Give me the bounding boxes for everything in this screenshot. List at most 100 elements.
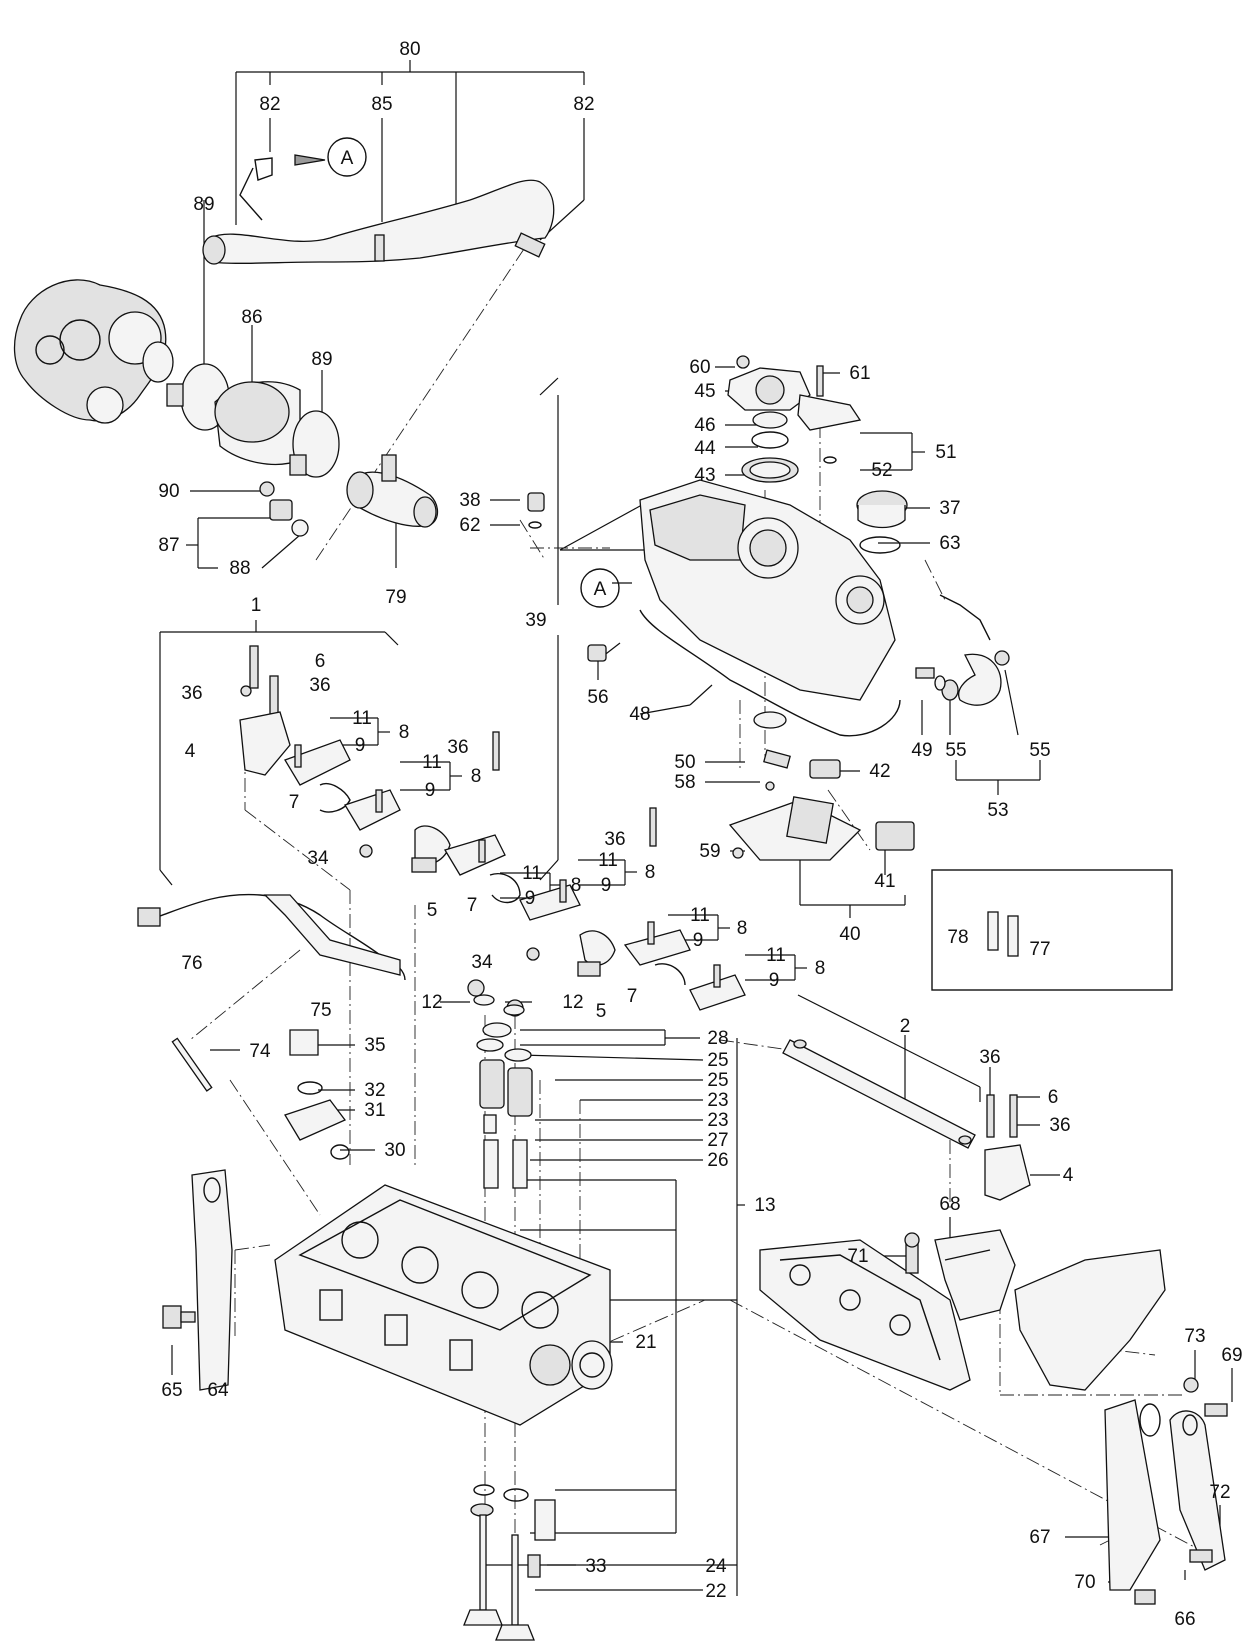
callout-60: 60 bbox=[689, 357, 710, 378]
callout-40: 40 bbox=[839, 924, 860, 945]
callout-67: 67 bbox=[1029, 1527, 1050, 1548]
callout-53: 53 bbox=[987, 800, 1008, 821]
callout-51: 51 bbox=[935, 442, 956, 463]
right-manifold-assembly bbox=[759, 1229, 1228, 1605]
callout-a: A bbox=[594, 579, 607, 600]
callout-9: 9 bbox=[769, 970, 780, 991]
air-duct-parts bbox=[166, 363, 439, 537]
callout-72: 72 bbox=[1209, 1482, 1230, 1503]
callout-12: 12 bbox=[421, 992, 442, 1013]
callout-89: 89 bbox=[193, 194, 214, 215]
callout-89: 89 bbox=[311, 349, 332, 370]
callout-34: 34 bbox=[307, 848, 329, 869]
callout-74: 74 bbox=[249, 1041, 271, 1062]
breather-hose bbox=[915, 594, 1010, 706]
callout-61: 61 bbox=[849, 363, 870, 384]
callout-45: 45 bbox=[694, 381, 715, 402]
callout-39: 39 bbox=[525, 610, 546, 631]
callout-31: 31 bbox=[364, 1100, 385, 1121]
callout-87: 87 bbox=[158, 535, 179, 556]
callout-a: A bbox=[341, 148, 354, 169]
callout-8: 8 bbox=[571, 875, 582, 896]
callout-11: 11 bbox=[690, 905, 710, 926]
callout-78: 78 bbox=[947, 927, 968, 948]
callout-8: 8 bbox=[471, 766, 482, 787]
callout-6: 6 bbox=[315, 651, 326, 672]
reference-circle-a bbox=[327, 137, 367, 177]
callout-9: 9 bbox=[693, 930, 704, 951]
callout-86: 86 bbox=[241, 307, 262, 328]
callout-25: 25 bbox=[707, 1070, 728, 1091]
callout-36: 36 bbox=[309, 675, 330, 696]
callout-56: 56 bbox=[587, 687, 608, 708]
callout-5: 5 bbox=[427, 900, 438, 921]
callout-4: 4 bbox=[185, 741, 196, 762]
callout-36: 36 bbox=[181, 683, 202, 704]
callout-85: 85 bbox=[371, 94, 392, 115]
glow-plug-parts bbox=[137, 893, 406, 1160]
callout-9: 9 bbox=[425, 780, 436, 801]
callout-82: 82 bbox=[573, 94, 594, 115]
callout-5: 5 bbox=[596, 1001, 607, 1022]
callout-23: 23 bbox=[707, 1110, 728, 1131]
callout-68: 68 bbox=[939, 1194, 960, 1215]
callout-11: 11 bbox=[352, 708, 372, 729]
callout-70: 70 bbox=[1074, 1572, 1095, 1593]
callout-9: 9 bbox=[525, 888, 536, 909]
callout-58: 58 bbox=[674, 772, 695, 793]
callout-63: 63 bbox=[939, 533, 960, 554]
callout-labels: 80 82 85 82 A 89 86 89 90 87 88 79 60 45… bbox=[158, 39, 1242, 1630]
callout-44: 44 bbox=[694, 438, 716, 459]
callout-24: 24 bbox=[705, 1556, 727, 1577]
callout-11: 11 bbox=[522, 863, 542, 884]
bracket-left bbox=[162, 1169, 233, 1391]
callout-64: 64 bbox=[207, 1380, 229, 1401]
callout-62: 62 bbox=[459, 515, 480, 536]
callout-76: 76 bbox=[181, 953, 202, 974]
callout-79: 79 bbox=[385, 587, 406, 608]
callout-66: 66 bbox=[1174, 1609, 1195, 1630]
callout-9: 9 bbox=[601, 875, 612, 896]
callout-8: 8 bbox=[645, 862, 656, 883]
callout-25: 25 bbox=[707, 1050, 728, 1071]
cylinder-head bbox=[274, 1184, 613, 1426]
callout-35: 35 bbox=[364, 1035, 385, 1056]
breather-assembly bbox=[728, 749, 915, 861]
callout-69: 69 bbox=[1221, 1345, 1242, 1366]
callout-37: 37 bbox=[939, 498, 960, 519]
callout-41: 41 bbox=[874, 871, 895, 892]
callout-36: 36 bbox=[1049, 1115, 1070, 1136]
callout-88: 88 bbox=[229, 558, 250, 579]
valve-spring-stack bbox=[473, 994, 533, 1189]
callout-82: 82 bbox=[259, 94, 280, 115]
callout-1: 1 bbox=[251, 595, 262, 616]
callout-38: 38 bbox=[459, 490, 480, 511]
callout-36: 36 bbox=[447, 737, 468, 758]
callout-23: 23 bbox=[707, 1090, 728, 1111]
callout-27: 27 bbox=[707, 1130, 728, 1151]
callout-65: 65 bbox=[161, 1380, 182, 1401]
callout-22: 22 bbox=[705, 1581, 726, 1602]
callout-9: 9 bbox=[355, 735, 366, 756]
callout-7: 7 bbox=[289, 792, 300, 813]
callout-11: 11 bbox=[598, 850, 618, 871]
callout-50: 50 bbox=[674, 752, 695, 773]
callout-34: 34 bbox=[471, 952, 493, 973]
callout-8: 8 bbox=[815, 958, 826, 979]
callout-7: 7 bbox=[627, 986, 638, 1007]
rocker-assembly bbox=[239, 645, 746, 1017]
rocker-shaft bbox=[782, 1039, 1031, 1201]
turbocharger bbox=[13, 279, 174, 424]
callout-30: 30 bbox=[384, 1140, 405, 1161]
dowel-box bbox=[931, 869, 1173, 991]
callout-52: 52 bbox=[871, 460, 892, 481]
callout-6: 6 bbox=[1048, 1087, 1059, 1108]
callout-55: 55 bbox=[1029, 740, 1050, 761]
callout-80: 80 bbox=[399, 39, 420, 60]
callout-71: 71 bbox=[847, 1246, 868, 1267]
valves bbox=[463, 1484, 556, 1641]
callout-59: 59 bbox=[699, 841, 720, 862]
valve-cover-top-parts bbox=[527, 355, 908, 554]
callout-26: 26 bbox=[707, 1150, 728, 1171]
reference-circle-a-2 bbox=[580, 568, 620, 608]
